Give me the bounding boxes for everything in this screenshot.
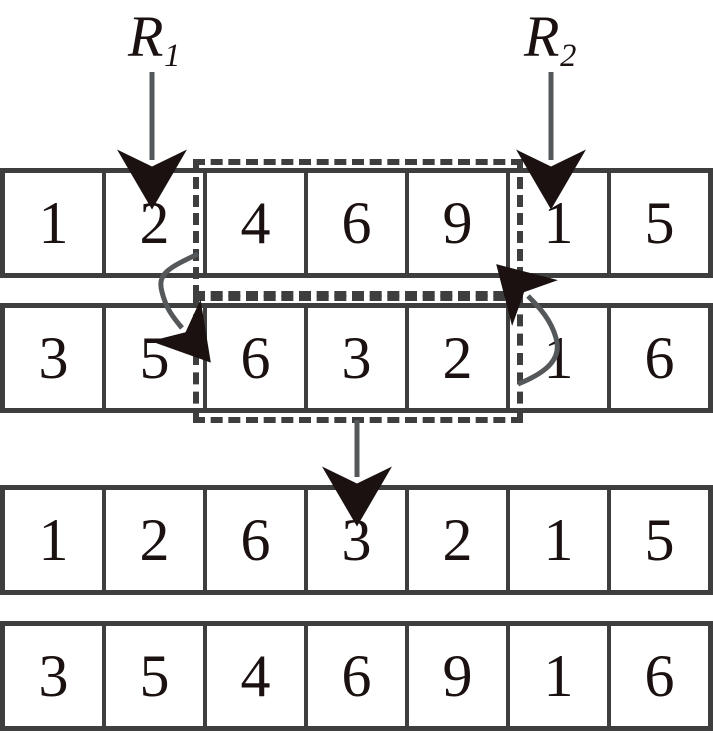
gene-cell: 1 [5, 490, 106, 590]
gene-cell: 5 [106, 308, 207, 408]
gene-cell: 2 [106, 490, 207, 590]
chromosome-row-child-1: 1 2 6 3 2 1 5 [0, 485, 713, 595]
crossover-point-label-r2: R2 [524, 8, 576, 72]
gene-cell: 3 [5, 308, 106, 408]
gene-cell: 4 [207, 173, 308, 273]
gene-cell: 6 [644, 325, 675, 391]
chromosome-row-parent-2: 3 5 6 3 2 1 6 [0, 303, 713, 413]
gene-cell: 2 [409, 308, 510, 408]
gene-cell: 5 [106, 626, 207, 726]
gene-cell: 1 [510, 173, 611, 273]
gene-cell: 1 [5, 173, 106, 273]
chromosome-row-child-2: 3 5 4 6 9 1 6 [0, 621, 713, 731]
gene-cell: 1 [510, 308, 611, 408]
gene-cell: 6 [644, 643, 675, 709]
gene-cell: 2 [409, 490, 510, 590]
gene-cell: 3 [308, 308, 409, 408]
crossover-point-label-r1: R1 [128, 8, 180, 72]
gene-cell: 5 [644, 190, 675, 256]
gene-cell: 9 [409, 173, 510, 273]
gene-cell: 6 [308, 626, 409, 726]
gene-cell: 6 [207, 490, 308, 590]
gene-cell: 5 [644, 507, 675, 573]
gene-cell: 1 [510, 490, 611, 590]
gene-cell: 3 [308, 490, 409, 590]
gene-cell: 1 [510, 626, 611, 726]
gene-cell: 2 [106, 173, 207, 273]
r2-subscript: 2 [560, 37, 577, 74]
gene-cell: 9 [409, 626, 510, 726]
r1-base: R [128, 4, 164, 69]
r1-subscript: 1 [164, 37, 181, 74]
gene-cell: 6 [207, 308, 308, 408]
gene-cell: 3 [5, 626, 106, 726]
gene-cell: 6 [308, 173, 409, 273]
gene-cell: 4 [207, 626, 308, 726]
chromosome-row-parent-1: 1 2 4 6 9 1 5 [0, 168, 713, 278]
r2-base: R [524, 4, 560, 69]
